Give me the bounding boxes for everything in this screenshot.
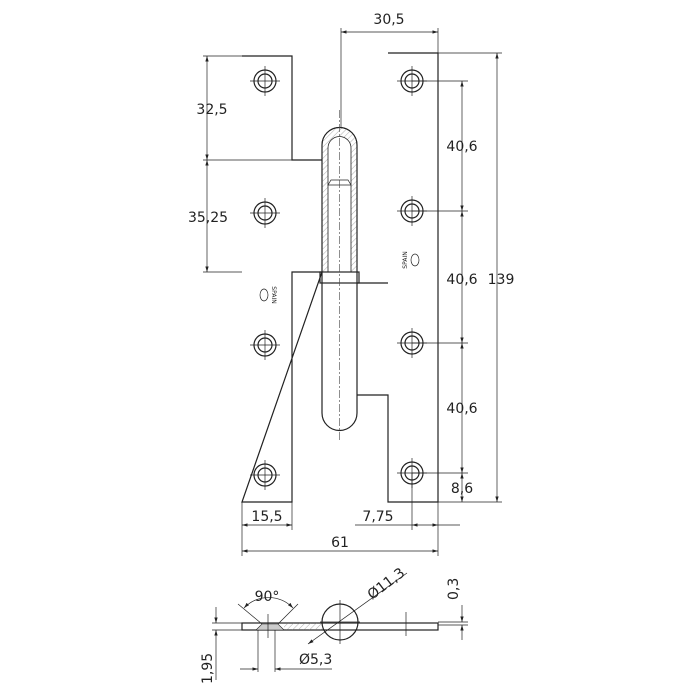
- screw-hole: [250, 198, 280, 228]
- dim-left-leaf-width: 15,5: [251, 509, 282, 525]
- dim-knuckle-height: 35,25: [188, 210, 228, 226]
- section-view: 90° Ø11,3 Ø5,3 1,95 0,3: [200, 565, 468, 684]
- dim-hole-pitch-1: 40,6: [446, 139, 477, 155]
- dim-gap: 0,3: [446, 578, 462, 600]
- dim-hole-pitch-3: 40,6: [446, 401, 477, 417]
- dim-pin-offset: 30,5: [373, 12, 404, 28]
- left-stamp: SPAIN: [259, 286, 277, 304]
- dim-pin-diameter: Ø11,3: [365, 565, 408, 603]
- dim-bottom-hole-offset: 8,6: [451, 481, 473, 497]
- right-stamp: SPAIN: [402, 251, 420, 269]
- screw-hole: [250, 66, 280, 96]
- stamp-text: SPAIN: [402, 251, 409, 268]
- hinge-pin: [319, 110, 360, 440]
- screw-hole: [250, 330, 280, 360]
- dim-thickness: 1,95: [200, 653, 216, 684]
- dim-right-hole-offset: 7,75: [362, 509, 393, 525]
- dim-total-height: 139: [488, 272, 515, 288]
- dim-total-width: 61: [331, 535, 349, 551]
- right-leaf: [357, 52, 439, 503]
- dim-countersink-angle: 90°: [255, 589, 280, 605]
- screw-hole: [250, 460, 280, 490]
- dim-hole-pitch-2: 40,6: [446, 272, 477, 288]
- dim-hole-diameter: Ø5,3: [299, 652, 332, 668]
- stamp-text: SPAIN: [270, 286, 277, 303]
- left-leaf: [241, 55, 323, 503]
- dim-top-to-knuckle: 32,5: [196, 102, 227, 118]
